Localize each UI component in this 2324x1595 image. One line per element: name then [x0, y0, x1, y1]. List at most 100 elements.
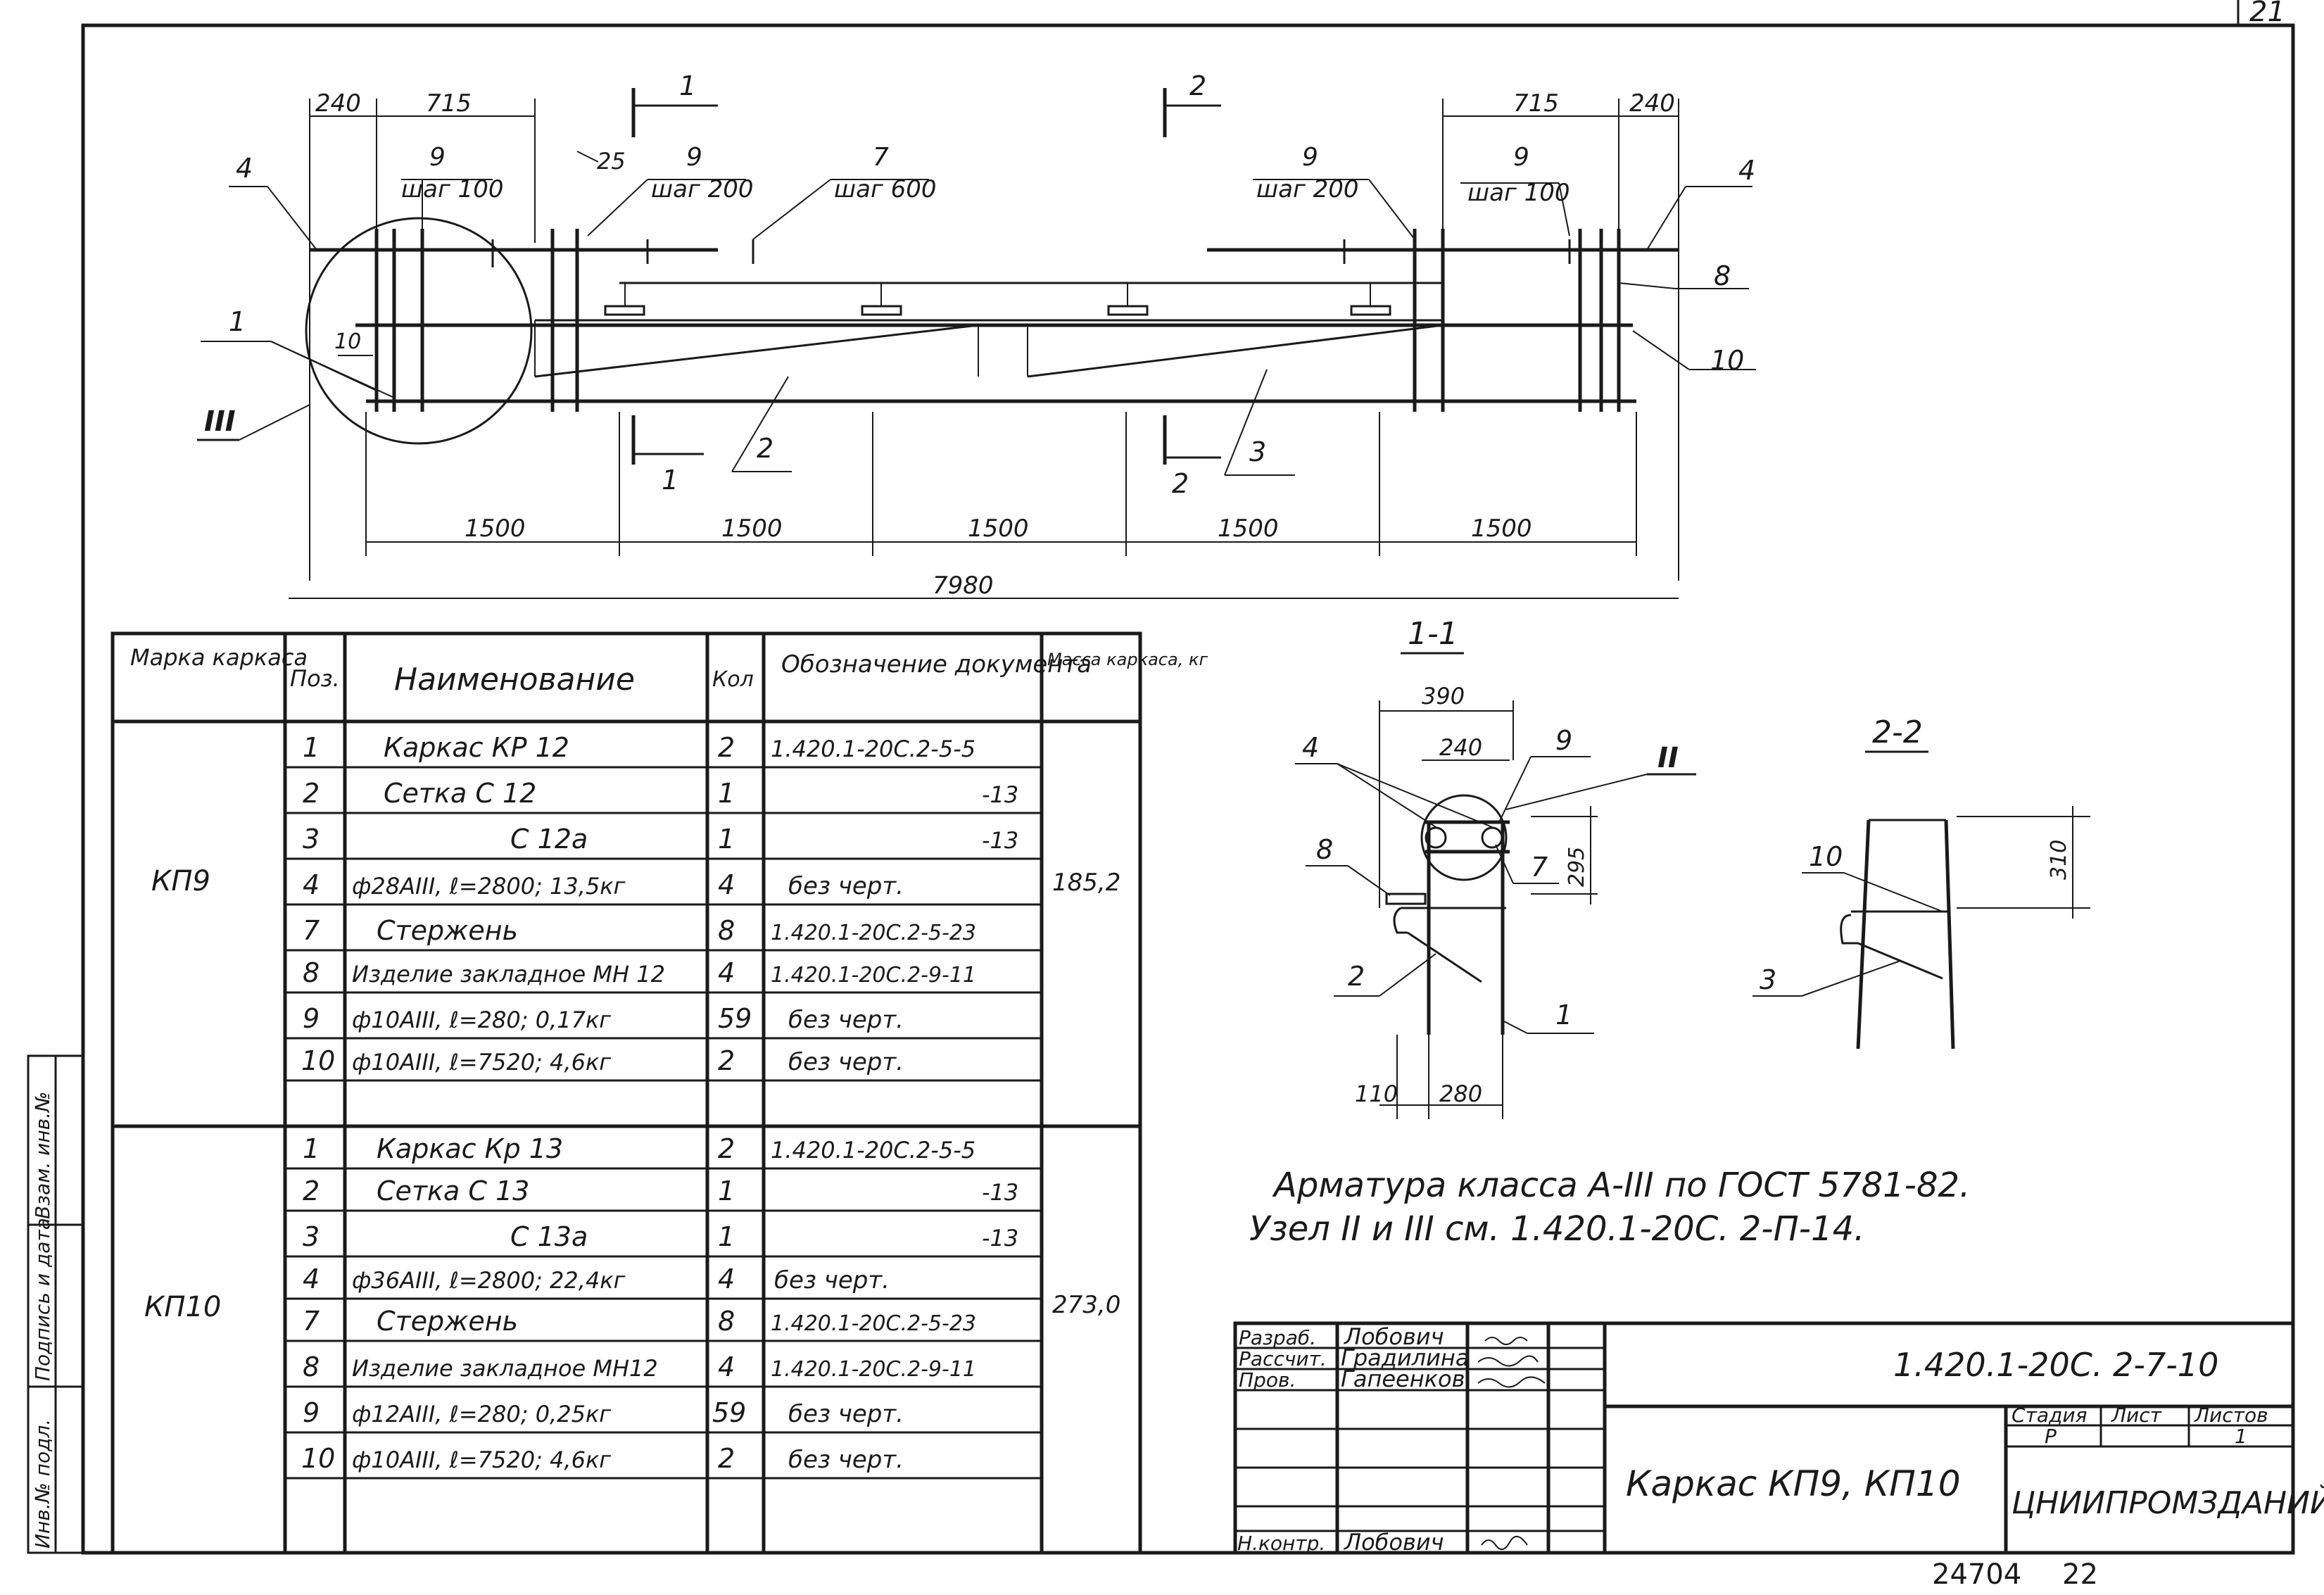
- dim-240-left: 240: [315, 89, 361, 118]
- table-row-doc: 1.420.1-20С.2-5-5: [771, 1137, 975, 1164]
- table-row-pos: 10: [301, 1443, 335, 1474]
- table-row-qty: 59: [718, 1003, 752, 1034]
- dim-310: 310: [2047, 840, 2071, 880]
- hdr-pos: Поз.: [290, 665, 340, 692]
- table-row-pos: 8: [303, 957, 320, 988]
- group1-rows: 1 Каркас КР 12 2 1.420.1-20С.2-5-5 2 Сет…: [301, 732, 1018, 1076]
- title-block: Разраб. Лобович Рассчит. Градилина Пров.…: [1233, 1321, 2324, 1556]
- table-row-name: ф12АIII, ℓ=280; 0,25кг: [352, 1401, 611, 1427]
- table-row-qty: 4: [718, 869, 735, 900]
- span-1: 1500: [465, 515, 526, 543]
- pos-3: 3: [1249, 436, 1266, 467]
- table-row-name: ф10АIII, ℓ=7520; 4,6кг: [352, 1049, 611, 1076]
- tb-name-3: Гапеенков: [1341, 1366, 1465, 1392]
- pos-4-left: 4: [236, 153, 253, 184]
- side-stamp: Инв.№ подл. Подпись и дата Взам. инв.№: [27, 1054, 84, 1554]
- pos-4-right: 4: [1738, 155, 1755, 186]
- section-mark-1-bottom: 1: [662, 465, 678, 496]
- plan-view: 240 715 715 240 25 9 шаг 100 9 шаг 200 7…: [197, 70, 1756, 600]
- tb-name-4: Лобович: [1344, 1529, 1444, 1556]
- group1-mark: КП9: [151, 865, 210, 897]
- hdr-mark: Марка каркаса: [130, 644, 308, 671]
- table-row-doc: -13: [982, 1179, 1018, 1206]
- side-stamp-inv: Инв.№ подл.: [31, 1419, 54, 1549]
- dim-280: 280: [1439, 1080, 1482, 1107]
- table-row-pos: 3: [303, 824, 320, 855]
- table-row-name: С 12а: [510, 824, 588, 855]
- table-row-pos: 4: [303, 1263, 320, 1294]
- table-row-name: ф28АIII, ℓ=2800; 13,5кг: [352, 873, 626, 900]
- sec1-pos-9: 9: [1555, 725, 1572, 756]
- tb-role-1: Разраб.: [1239, 1326, 1316, 1349]
- table-row-name: Стержень: [377, 1306, 518, 1337]
- dim-10-left: 10: [334, 329, 361, 354]
- tb-sheet-h: Лист: [2111, 1404, 2162, 1427]
- group2-mass: 273,0: [1052, 1291, 1120, 1319]
- spec-table: Марка каркаса Поз. Наименование Кол Обоз…: [110, 631, 1208, 1555]
- tb-stage-h: Стадия: [2012, 1404, 2087, 1427]
- sec1-pos-8: 8: [1316, 834, 1333, 865]
- side-stamp-sign: Подпись и дата: [31, 1218, 54, 1381]
- section-mark-2-top: 2: [1189, 70, 1206, 101]
- table-row-qty: 4: [718, 1263, 735, 1294]
- section-2-2-title: 2-2: [1872, 714, 1923, 750]
- signature-1: [1484, 1337, 1528, 1345]
- table-row-doc: без черт.: [788, 1006, 904, 1034]
- tb-code: 1.420.1-20С. 2-7-10: [1893, 1346, 2218, 1384]
- node-3-label: III: [204, 405, 236, 438]
- note-2: Узел II и III см. 1.420.1-20С. 2-П-14.: [1249, 1209, 1864, 1249]
- table-row-pos: 2: [303, 778, 320, 809]
- table-row-doc: 1.420.1-20С.2-9-11: [771, 963, 976, 988]
- table-row-pos: 8: [303, 1351, 320, 1382]
- table-row-qty: 4: [718, 957, 735, 988]
- table-row-doc: без черт.: [774, 1266, 890, 1294]
- table-row-name: ф36АIII, ℓ=2800; 22,4кг: [352, 1267, 626, 1294]
- tb-org: ЦНИИПРОМЗДАНИЙ: [2012, 1484, 2324, 1521]
- span-4: 1500: [1218, 515, 1279, 543]
- group2-rows: 1 Каркас Кр 13 2 1.420.1-20С.2-5-5 2 Сет…: [301, 1133, 1018, 1474]
- table-row-name: Стержень: [377, 915, 518, 946]
- spec-row-lines: [285, 766, 1042, 1480]
- tb-name-1: Лобович: [1344, 1323, 1444, 1350]
- table-row-doc: без черт.: [788, 1446, 904, 1474]
- signature-4: [1481, 1536, 1528, 1550]
- sec1-pos-4: 4: [1302, 732, 1319, 763]
- table-row-name: Изделие закладное МН12: [352, 1355, 658, 1382]
- sec1-pos-1: 1: [1555, 1000, 1572, 1030]
- table-row-name: Сетка С 12: [384, 778, 536, 809]
- pos-8: 8: [1714, 260, 1731, 291]
- span-2: 1500: [721, 515, 783, 543]
- table-row-pos: 9: [303, 1003, 320, 1034]
- table-row-doc: 1.420.1-20С.2-5-23: [771, 1311, 976, 1336]
- table-row-doc: без черт.: [788, 1400, 904, 1428]
- section-2-2: 2-2 310 10 3: [1753, 714, 2090, 1049]
- table-row-qty: 2: [718, 1443, 735, 1474]
- dim-240-sec: 240: [1439, 734, 1482, 761]
- table-row-qty: 1: [718, 824, 735, 855]
- table-row-name: Изделие закладное МН 12: [352, 961, 665, 988]
- table-row-doc: -13: [982, 1225, 1018, 1252]
- sec1-pos-7: 7: [1531, 852, 1548, 883]
- callout-9-mid-num: 9: [686, 143, 702, 172]
- table-row-pos: 7: [303, 915, 320, 946]
- table-row-doc: -13: [982, 827, 1018, 854]
- dim-715-right: 715: [1513, 89, 1559, 118]
- tb-role-2: Рассчит.: [1239, 1347, 1327, 1370]
- pos-1: 1: [229, 306, 246, 337]
- table-row-name: ф10АIII, ℓ=7520; 4,6кг: [352, 1446, 611, 1473]
- tb-role-4: Н.контр.: [1237, 1532, 1325, 1555]
- table-row-qty: 2: [718, 732, 735, 763]
- table-row-pos: 3: [303, 1221, 320, 1252]
- tb-sheets: 1: [2235, 1425, 2247, 1448]
- table-row-pos: 1: [303, 732, 320, 763]
- dim-295: 295: [1565, 847, 1589, 887]
- sheet-frame: 21 24704 22: [81, 0, 2295, 1591]
- tb-title: Каркас КП9, КП10: [1626, 1463, 1961, 1504]
- signature-3: [1477, 1376, 1546, 1388]
- dim-240-right: 240: [1629, 89, 1675, 118]
- hdr-qty: Кол: [712, 667, 754, 692]
- table-row-name: Каркас Кр 13: [377, 1133, 563, 1164]
- sec1-pos-2: 2: [1348, 961, 1365, 992]
- table-row-qty: 1: [718, 778, 735, 809]
